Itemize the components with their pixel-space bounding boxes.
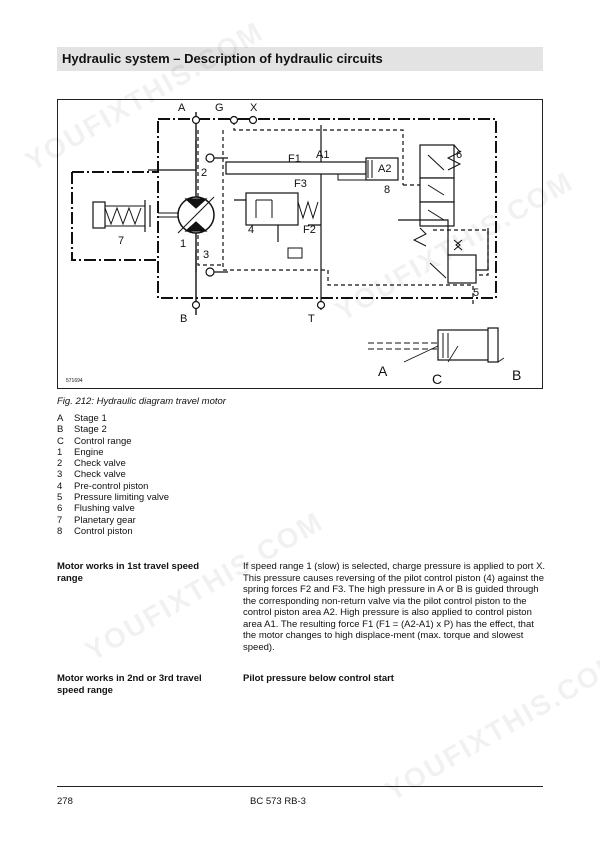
header-bar: Hydraulic system – Description of hydrau… (57, 47, 543, 71)
label-port-x: X (250, 102, 258, 114)
label-3: 3 (203, 249, 209, 261)
inset-label-c: C (432, 371, 442, 387)
label-4: 4 (248, 224, 254, 236)
page-title: Hydraulic system – Description of hydrau… (62, 51, 383, 66)
label-port-g: G (215, 102, 224, 114)
inset-label-a: A (378, 363, 388, 379)
page-number: 278 (57, 796, 73, 807)
label-port-t: T (308, 313, 315, 325)
label-1: 1 (180, 238, 186, 250)
label-f1: F1 (288, 153, 301, 165)
pressure-limiting-valve (447, 254, 477, 284)
label-7: 7 (118, 235, 124, 247)
label-8: 8 (384, 184, 390, 196)
section-heading-1st-speed: Motor works in 1st travel speed range (57, 561, 200, 584)
label-a1: A1 (316, 149, 329, 161)
label-port-a: A (178, 102, 186, 114)
label-port-b: B (180, 313, 187, 325)
label-a2: A2 (378, 163, 391, 175)
figure-caption-text: Hydraulic diagram travel motor (96, 396, 226, 407)
label-6: 6 (456, 149, 462, 161)
label-2: 2 (201, 167, 207, 179)
port-b (191, 300, 201, 310)
watermark: YOUFIXTHIS.COM (380, 645, 600, 807)
port-a (191, 115, 201, 125)
inset-control-line (368, 342, 438, 350)
check-valve-3 (205, 267, 215, 277)
gear-hub (92, 201, 106, 229)
flushing-valve (419, 144, 455, 179)
inset-label-b: B (512, 367, 521, 383)
motor-boundary (157, 118, 497, 299)
port-x (248, 115, 258, 125)
label-f3: F3 (294, 178, 307, 190)
port-t (316, 300, 326, 310)
section-heading-2nd-3rd-speed: Motor works in 2nd or 3rd travel speed r… (57, 673, 202, 696)
gear-boundary (71, 171, 158, 261)
section-body-1st-speed: If speed range 1 (slow) is selected, cha… (243, 561, 546, 653)
port-g (229, 115, 239, 125)
pilot-lines (197, 121, 474, 305)
document-id: BC 573 RB-3 (250, 796, 306, 807)
label-5: 5 (473, 287, 479, 299)
figure-caption: Fig. 212: Hydraulic diagram travel motor (57, 396, 226, 407)
hydraulic-diagram: A G X B T 1 2 3 4 5 6 7 8 F1 A1 A2 F2 F3… (57, 99, 543, 389)
figure-number: Fig. 212: (57, 396, 94, 407)
check-valve-2 (205, 153, 215, 163)
hydraulic-schematic: A G X B T 1 2 3 4 5 6 7 8 F1 A1 A2 F2 F3… (66, 102, 521, 387)
figure-id: 571694 (66, 378, 83, 384)
inset-cylinder (437, 329, 497, 361)
section-body-2nd-3rd-speed: Pilot pressure below control start (243, 673, 394, 684)
footer-divider (57, 786, 543, 787)
label-f2: F2 (303, 224, 316, 236)
